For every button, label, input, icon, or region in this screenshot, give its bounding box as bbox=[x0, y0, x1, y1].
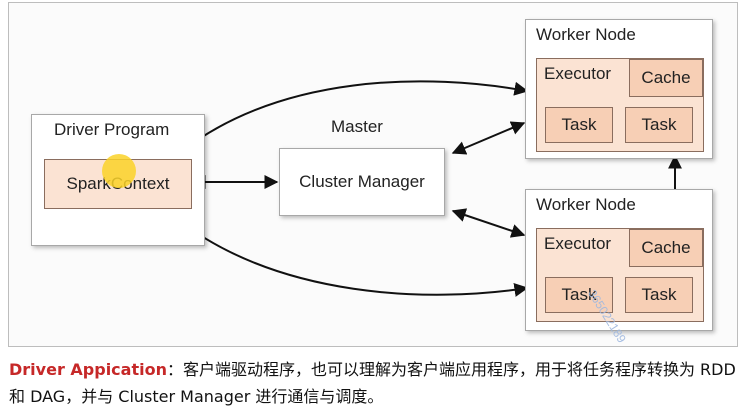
executor-label: Executor bbox=[544, 234, 612, 253]
caption-text: ：客户端驱动程序，也可以理解为客户端应用程序，用于将任务程序转换为 RDD 和 … bbox=[9, 360, 736, 406]
caption-highlight: Driver Appication bbox=[9, 360, 167, 379]
driver-program-title: Driver Program bbox=[54, 120, 170, 139]
arrow-manager-to-worker1 bbox=[451, 121, 526, 155]
arrow-manager-to-worker2 bbox=[451, 208, 526, 238]
task-box: Task bbox=[545, 107, 613, 143]
worker-node-title: Worker Node bbox=[536, 195, 636, 214]
mouse-cursor-highlight bbox=[102, 154, 136, 188]
cluster-manager-box: Cluster Manager bbox=[279, 148, 445, 216]
worker-node-2: Worker Node Executor Cache Task Task bbox=[525, 189, 713, 331]
task-box: Task bbox=[545, 277, 613, 313]
spark-architecture-diagram: Master Driver Program SparkContext Clust… bbox=[8, 2, 738, 347]
task-label: Task bbox=[641, 285, 677, 304]
task-label: Task bbox=[561, 285, 597, 304]
arrow-driver-to-worker2 bbox=[175, 218, 529, 297]
executor-box: Executor Cache Task Task bbox=[536, 228, 704, 322]
master-label: Master bbox=[331, 117, 383, 136]
task-label: Task bbox=[641, 115, 677, 134]
executor-box: Executor Cache Task Task bbox=[536, 58, 704, 152]
cluster-manager-label: Cluster Manager bbox=[299, 172, 425, 191]
cache-label: Cache bbox=[641, 68, 691, 87]
cache-box: Cache bbox=[629, 59, 703, 97]
worker-node-title: Worker Node bbox=[536, 25, 636, 44]
cache-label: Cache bbox=[641, 238, 691, 257]
caption-paragraph: Driver Appication：客户端驱动程序，也可以理解为客户端应用程序，… bbox=[9, 356, 739, 410]
task-label: Task bbox=[561, 115, 597, 134]
worker-node-1: Worker Node Executor Cache Task Task bbox=[525, 19, 713, 159]
task-box: Task bbox=[625, 277, 693, 313]
executor-label: Executor bbox=[544, 64, 612, 83]
arrow-driver-to-worker1 bbox=[175, 80, 529, 156]
task-box: Task bbox=[625, 107, 693, 143]
cache-box: Cache bbox=[629, 229, 703, 267]
